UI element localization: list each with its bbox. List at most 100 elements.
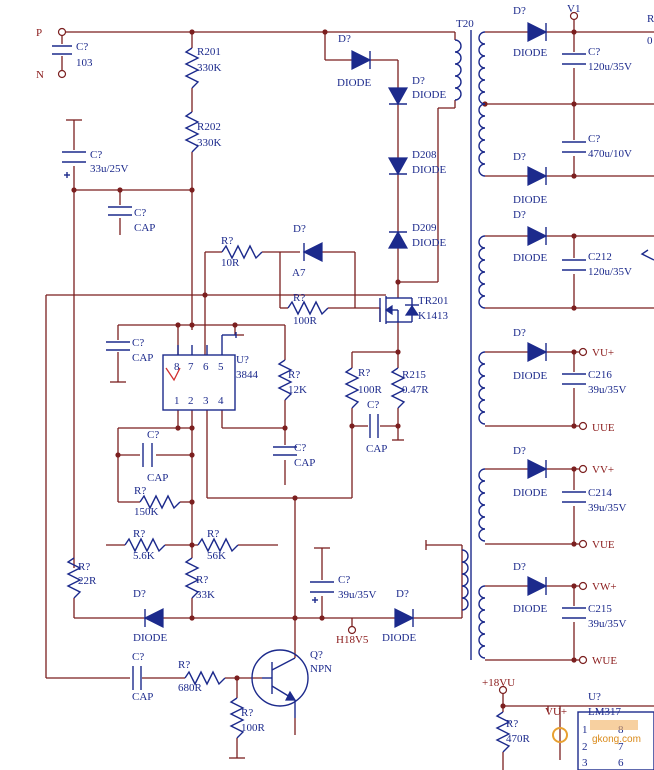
- gear-icon: [552, 727, 568, 743]
- capacitor-comp: [273, 446, 297, 456]
- label-r100b-ref: R?: [241, 707, 253, 719]
- label-reg-pin7: 7: [618, 741, 624, 753]
- label-reg-pin6: 6: [618, 757, 624, 769]
- label-w1-dval: DIODE: [513, 47, 547, 59]
- label-capfb-value: CAP: [147, 472, 168, 484]
- mosfet-tr201: [379, 296, 420, 324]
- label-r100b-value: 100R: [241, 722, 266, 734]
- label-edge-r: R: [647, 13, 654, 25]
- regulator-lm317: [577, 711, 654, 770]
- label-r33k-ref: R?: [196, 574, 208, 586]
- label-capcs-value: CAP: [366, 443, 387, 455]
- label-n: N: [36, 69, 44, 81]
- label-ic-pin7: 7: [188, 361, 194, 373]
- label-capcomp-value: CAP: [294, 457, 315, 469]
- label-r10-value: 10R: [221, 257, 240, 269]
- label-reg-r-ref: R?: [506, 718, 518, 730]
- label-reg-pin3: 3: [582, 757, 588, 769]
- label-cappin8-ref: C?: [132, 337, 144, 349]
- label-w1-cval: 120u/35V: [588, 61, 632, 73]
- label-ic-pin1: 1: [174, 395, 180, 407]
- label-p: P: [36, 27, 42, 39]
- label-r150k-ref: R?: [134, 485, 146, 497]
- label-ic-pin8: 8: [174, 361, 180, 373]
- label-capbase-ref: C?: [132, 651, 144, 663]
- port-v1: [569, 11, 579, 21]
- label-ic-ref: U?: [236, 354, 249, 366]
- label-edge-zero: 0: [647, 35, 653, 47]
- secondary-caps: [562, 53, 586, 619]
- label-w1-cref: C?: [588, 46, 600, 58]
- label-ic-pin5: 5: [218, 361, 224, 373]
- transformer-t20: [454, 30, 486, 660]
- port-uue: [578, 421, 588, 431]
- label-reg-u-ref: U?: [588, 691, 601, 703]
- label-vv-plus: VV+: [592, 464, 614, 476]
- label-cap39-value: 39u/35V: [338, 589, 377, 601]
- label-ic-pin4: 4: [218, 395, 224, 407]
- label-w5-cref: C214: [588, 487, 612, 499]
- label-w3-dref: D?: [513, 209, 526, 221]
- label-w5-dval: DIODE: [513, 487, 547, 499]
- label-w2-dref: D?: [513, 151, 526, 163]
- capacitor-base: [132, 666, 142, 690]
- label-r33k-value: 33K: [196, 589, 215, 601]
- label-w6-cref: C215: [588, 603, 612, 615]
- port-18vu: [498, 685, 508, 695]
- label-w4-dref: D?: [513, 327, 526, 339]
- label-d208-ref: D208: [412, 149, 437, 161]
- ports: [57, 11, 588, 695]
- label-w5-cval: 39u/35V: [588, 502, 627, 514]
- label-r12k-ref: R?: [288, 369, 300, 381]
- capacitor-39u-aux: [310, 547, 334, 603]
- label-w4-dval: DIODE: [513, 370, 547, 382]
- label-d2-ref: D?: [412, 75, 425, 87]
- port-wue: [578, 655, 588, 665]
- watermark: gkong.com: [552, 720, 641, 745]
- label-w2-cval: 470u/10V: [588, 148, 632, 160]
- label-18vu: +18VU: [482, 677, 515, 689]
- label-ic-pin3: 3: [203, 395, 209, 407]
- label-r150k-value: 150K: [134, 506, 159, 518]
- label-ic-value: 3844: [236, 369, 259, 381]
- label-r201-value: 330K: [197, 62, 222, 74]
- label-d209-ref: D209: [412, 222, 437, 234]
- label-h18v5: H18V5: [336, 634, 369, 646]
- capacitor-vcc: [108, 206, 132, 216]
- label-cap39-ref: C?: [338, 574, 350, 586]
- port-vw-plus: [578, 581, 588, 591]
- label-w2-dval: DIODE: [513, 194, 547, 206]
- watermark-text: gkong.com: [592, 734, 641, 745]
- label-tr201-ref: TR201: [418, 295, 449, 307]
- port-h18v5: [347, 625, 357, 635]
- label-npn-value: NPN: [310, 663, 332, 675]
- label-r56b-value: 56K: [207, 550, 226, 562]
- label-daux2-ref: D?: [396, 588, 409, 600]
- label-daux1-ref: D?: [133, 588, 146, 600]
- label-wue: WUE: [592, 655, 617, 667]
- label-r680-value: 680R: [178, 682, 203, 694]
- label-cappin8-value: CAP: [132, 352, 153, 364]
- port-vu-plus: [578, 347, 588, 357]
- label-r100s-ref: R?: [358, 367, 370, 379]
- label-ic-pin2: 2: [188, 395, 194, 407]
- label-reg-u-value: LM317: [588, 706, 622, 718]
- label-reg-net: VU+: [545, 706, 567, 718]
- label-r22-value: 22R: [78, 575, 97, 587]
- capacitor-pin8: [106, 341, 130, 383]
- label-w2-cref: C?: [588, 133, 600, 145]
- label-w3-cref: C212: [588, 251, 612, 263]
- port-vue: [578, 539, 588, 549]
- label-r202-ref: R202: [197, 121, 221, 133]
- capacitor-input: [52, 45, 72, 55]
- label-d209-value: DIODE: [412, 237, 446, 249]
- label-w4-cval: 39u/35V: [588, 384, 627, 396]
- label-w6-dref: D?: [513, 561, 526, 573]
- label-cap33-value: 33u/25V: [90, 163, 129, 175]
- label-r12k-value: 12K: [288, 384, 307, 396]
- label-reg-pin1: 1: [582, 724, 588, 736]
- label-w1-dref: D?: [513, 5, 526, 17]
- label-uue: UUE: [592, 422, 615, 434]
- label-r201-ref: R201: [197, 46, 221, 58]
